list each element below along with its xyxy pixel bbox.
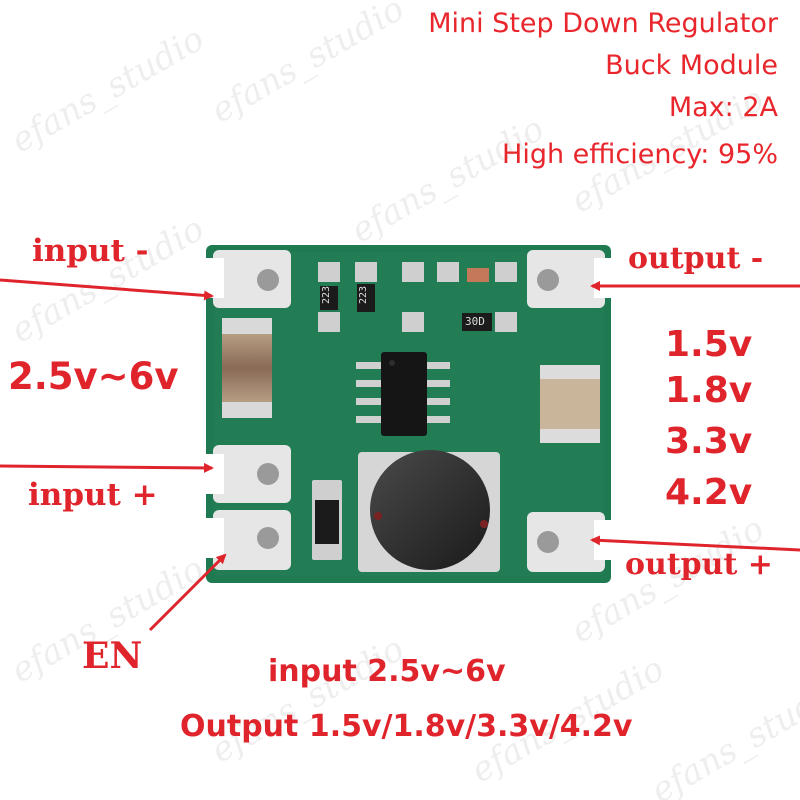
header-subtitle: Buck Module: [605, 50, 778, 81]
resistor-30d: [462, 268, 492, 331]
resistor-223-b: [357, 284, 375, 312]
pad-en: [206, 510, 291, 570]
label-en: EN: [82, 635, 143, 677]
input-capacitor: [222, 318, 272, 418]
arrow-output-plus: [590, 535, 800, 552]
label-input-minus: input -: [32, 233, 149, 269]
header-title: Mini Step Down Regulator: [428, 8, 778, 39]
resistor-30d-marking: 30D: [465, 315, 485, 328]
arrow-input-plus: [0, 462, 214, 473]
inductor: [358, 450, 500, 572]
resistor-223-a-marking: 223: [321, 285, 333, 305]
resistor-223-b-marking: 223: [358, 285, 370, 305]
output-voltage-1: 1.5v: [665, 324, 753, 365]
pad-output-minus: [527, 250, 612, 308]
label-output-plus: output +: [625, 547, 773, 582]
output-voltage-3: 3.3v: [665, 421, 753, 462]
resistor-223-a: [320, 286, 338, 310]
output-voltage-4: 4.2v: [665, 472, 753, 513]
en-resistor: [312, 480, 342, 560]
header-efficiency: High efficiency: 95%: [502, 139, 778, 170]
arrow-en: [148, 553, 227, 632]
pin-arrows: [0, 278, 800, 632]
footer-input-spec: input 2.5v~6v: [268, 654, 506, 689]
label-output-minus: output -: [628, 241, 764, 276]
pad-input-minus: [206, 250, 291, 308]
pad-output-plus: [527, 512, 612, 572]
label-input-plus: input +: [28, 477, 158, 513]
pad-input-plus: [206, 445, 291, 503]
arrow-input-minus: [0, 278, 214, 301]
output-voltage-2: 1.8v: [665, 370, 753, 411]
smd-pads: [318, 262, 517, 332]
output-capacitor: [540, 365, 600, 443]
input-range: 2.5v~6v: [8, 355, 179, 398]
header-max-current: Max: 2A: [668, 92, 778, 123]
footer-output-spec: Output 1.5v/1.8v/3.3v/4.2v: [180, 709, 633, 744]
buck-ic-chip: [356, 352, 450, 436]
